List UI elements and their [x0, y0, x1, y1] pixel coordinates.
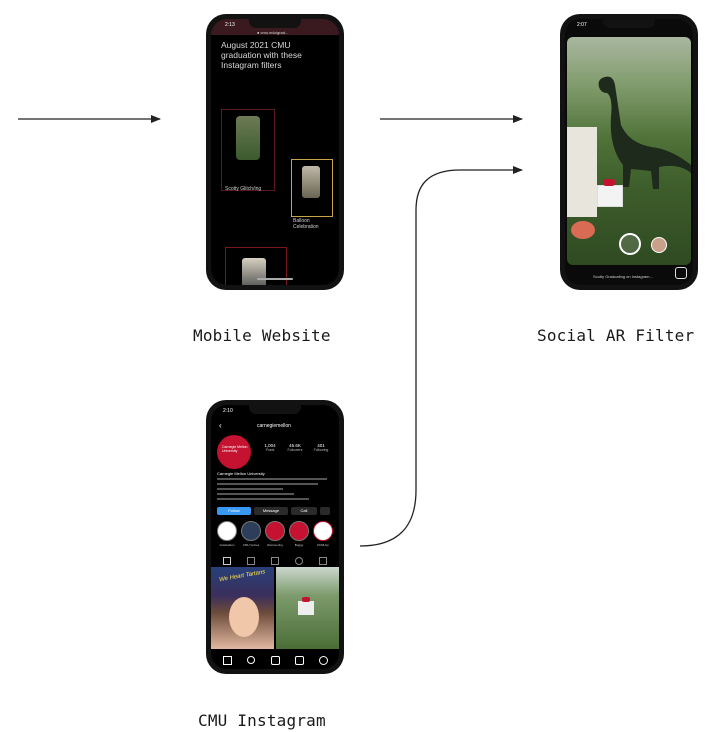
phone-notch — [249, 405, 301, 414]
website-headline: August 2021 CMU graduation with these In… — [221, 40, 302, 70]
filter-label: Balloon Celebration — [293, 218, 319, 230]
more-button[interactable] — [320, 507, 330, 515]
face-effect-button[interactable] — [651, 237, 667, 253]
phone-notch — [603, 19, 655, 28]
highlight-circle — [289, 521, 309, 541]
highlight-circle — [217, 521, 237, 541]
stat-following[interactable]: 401 Following — [309, 443, 333, 452]
reels-icon[interactable] — [271, 656, 280, 665]
home-icon[interactable] — [223, 656, 232, 665]
filter-card-3[interactable] — [225, 247, 287, 285]
highlights-row: Graduation CMU Voices Discovering Buggy … — [215, 521, 339, 551]
gift-bow — [302, 597, 310, 602]
highlight-graduation[interactable]: Graduation — [215, 521, 239, 547]
effects-tab-icon[interactable] — [295, 557, 303, 565]
flower-pot — [571, 221, 595, 239]
post-overlay-text: We Heart Tartans — [218, 569, 266, 584]
filter-card-2[interactable]: Balloon Celebration — [291, 159, 333, 230]
video-tab-icon[interactable] — [271, 557, 279, 565]
highlight-buggy[interactable]: Buggy — [287, 521, 311, 547]
bio-lines — [217, 478, 327, 500]
message-button[interactable]: Message — [254, 507, 288, 515]
house-wall — [567, 127, 597, 217]
highlight-discovering[interactable]: Discovering — [263, 521, 287, 547]
caption-mobile-website: Mobile Website — [193, 326, 331, 345]
face — [229, 597, 259, 637]
capture-button[interactable] — [619, 233, 641, 255]
call-button[interactable]: Call — [291, 507, 317, 515]
highlight-cmuxp[interactable]: #CMUxp — [311, 521, 335, 547]
gift-bow — [603, 179, 615, 186]
post-grid: We Heart Tartans — [211, 567, 339, 649]
post-thumbnail-2[interactable] — [276, 567, 339, 649]
highlight-label: #CMUxp — [317, 543, 329, 547]
back-icon[interactable]: ‹ — [219, 421, 222, 430]
profile-username: carnegiemellon — [257, 423, 291, 429]
highlight-label: Buggy — [294, 543, 304, 547]
filter-card-1[interactable]: Scotty Glitch/ing — [221, 109, 275, 192]
stat-followers[interactable]: 45.6K Followers — [283, 443, 307, 452]
highlight-circle — [241, 521, 261, 541]
url-bar[interactable]: ● cmu.edu/grad... — [257, 30, 289, 35]
search-icon[interactable] — [247, 656, 255, 664]
stat-value: 1,004 — [264, 443, 276, 448]
camera-view — [567, 37, 691, 265]
filter-thumbnail — [242, 258, 266, 285]
stat-label: Followers — [287, 448, 303, 452]
mobile-website-phone: 2:13 ● cmu.edu/grad... August 2021 CMU g… — [206, 14, 344, 290]
stat-value: 45.6K — [289, 443, 301, 448]
stat-posts[interactable]: 1,004 Posts — [259, 443, 281, 452]
grid-tab-icon[interactable] — [223, 557, 231, 565]
ar-filter-screen: 2:07 Scotty Graduating on Instagram... — [565, 19, 693, 285]
profile-avatar[interactable]: Carnegie Mellon University — [217, 435, 251, 469]
highlight-label: CMU Voices — [242, 543, 260, 547]
bio-name: Carnegie Mellon University — [217, 471, 265, 476]
highlight-circle — [265, 521, 285, 541]
caption-cmu-instagram: CMU Instagram — [198, 711, 326, 730]
ar-filter-phone: 2:07 Scotty Graduating on Instagram... — [560, 14, 698, 290]
filter-hint: Scotty Graduating on Instagram... — [593, 274, 653, 279]
filter-thumbnail — [302, 166, 320, 198]
stat-label: Following — [313, 448, 329, 452]
caption-social-ar-filter: Social AR Filter — [537, 326, 695, 345]
instagram-phone: 2:10 ‹ carnegiemellon Carnegie Mellon Un… — [206, 400, 344, 674]
flip-camera-icon[interactable] — [675, 267, 687, 279]
reels-tab-icon[interactable] — [247, 557, 255, 565]
tagged-tab-icon[interactable] — [319, 557, 327, 565]
follow-button[interactable]: Follow — [217, 507, 251, 515]
shop-icon[interactable] — [295, 656, 304, 665]
gift-box — [298, 601, 314, 615]
home-indicator — [257, 278, 293, 280]
highlight-circle — [313, 521, 333, 541]
instagram-screen: 2:10 ‹ carnegiemellon Carnegie Mellon Un… — [211, 405, 339, 669]
stat-value: 401 — [317, 443, 325, 448]
status-time: 2:07 — [577, 22, 587, 28]
profile-icon[interactable] — [319, 656, 328, 665]
dinosaur-icon — [598, 76, 691, 189]
post-thumbnail-1[interactable]: We Heart Tartans — [211, 567, 274, 649]
stat-label: Posts — [265, 448, 275, 452]
profile-tab-bar — [211, 555, 339, 565]
mobile-website-screen: 2:13 ● cmu.edu/grad... August 2021 CMU g… — [211, 19, 339, 285]
bottom-nav — [211, 651, 339, 669]
phone-notch — [249, 19, 301, 28]
status-time: 2:10 — [223, 408, 233, 414]
filter-label: Scotty Glitch/ing — [225, 186, 262, 192]
highlight-label: Discovering — [267, 543, 283, 547]
avatar-logo-text: Carnegie Mellon University — [222, 445, 248, 453]
arrow-instagram-to-ar — [359, 166, 523, 547]
highlight-label: Graduation — [219, 543, 235, 547]
filter-thumbnail — [236, 116, 260, 160]
highlight-cmu-voices[interactable]: CMU Voices — [239, 521, 263, 547]
status-time: 2:13 — [225, 22, 235, 28]
gift-box — [597, 185, 623, 207]
